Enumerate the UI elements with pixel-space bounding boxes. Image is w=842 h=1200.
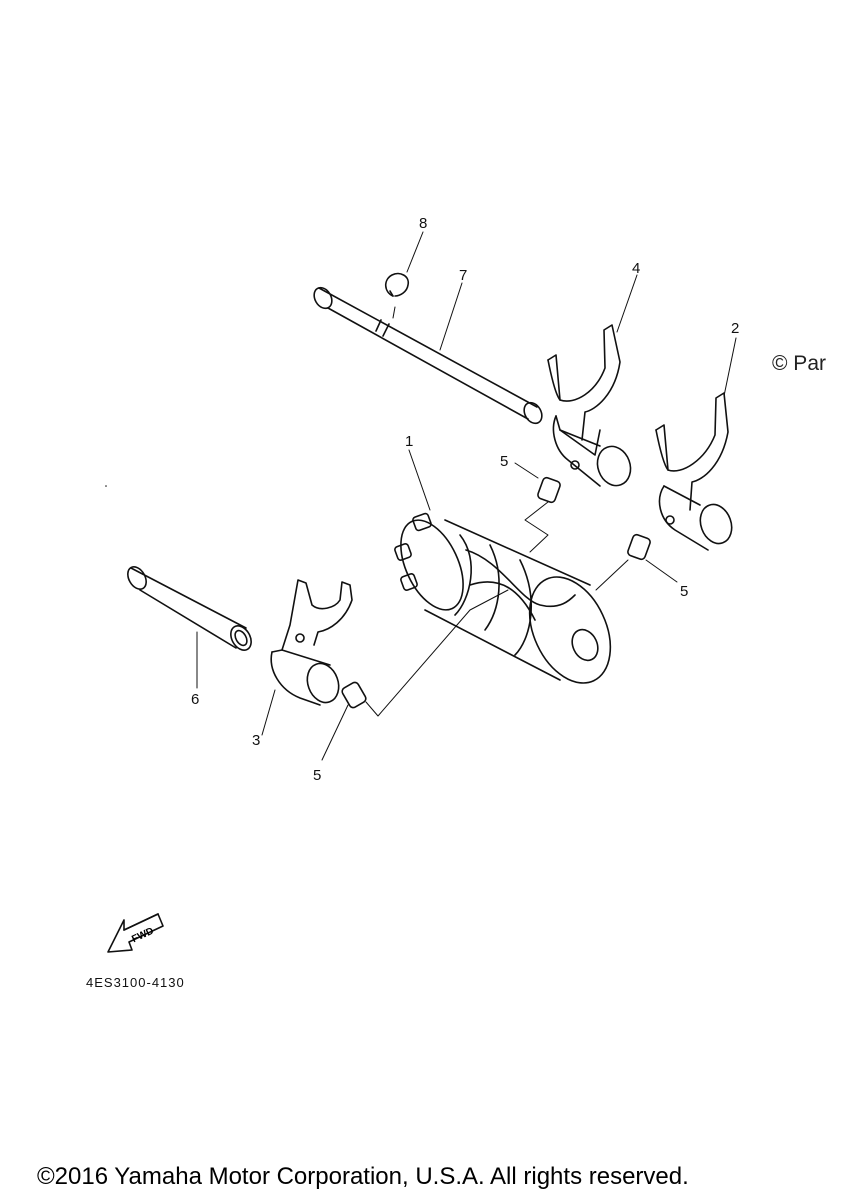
shift-fork-part-3 [261, 579, 353, 736]
callout-7: 7 [459, 267, 468, 284]
callout-5-right: 5 [680, 583, 689, 600]
shift-fork-part-4 [547, 274, 638, 487]
diagram-part-code: 4ES3100-4130 [86, 975, 185, 990]
guide-pin-part-5-right [595, 533, 678, 591]
callout-5-lower: 5 [313, 767, 322, 784]
shift-fork-part-2 [655, 337, 737, 551]
circlip-part-8 [384, 231, 424, 297]
forward-arrow-icon [107, 913, 164, 953]
callout-4: 4 [632, 260, 641, 277]
callout-3: 3 [252, 732, 261, 749]
shift-fork-shaft-part-7 [313, 282, 543, 425]
callout-8: 8 [419, 215, 428, 232]
copyright-notice: ©2016 Yamaha Motor Corporation, U.S.A. A… [37, 1163, 689, 1190]
callout-2: 2 [731, 320, 740, 337]
callout-1: 1 [405, 433, 414, 450]
shift-drum-part-1 [394, 449, 612, 684]
callout-6: 6 [191, 691, 200, 708]
guide-pin-part-5-lower [321, 589, 509, 761]
callout-5-upper: 5 [500, 453, 509, 470]
shift-fork-shaft-part-6 [127, 566, 252, 689]
watermark: © Par [772, 352, 826, 375]
guide-pin-part-5-upper [514, 462, 561, 553]
